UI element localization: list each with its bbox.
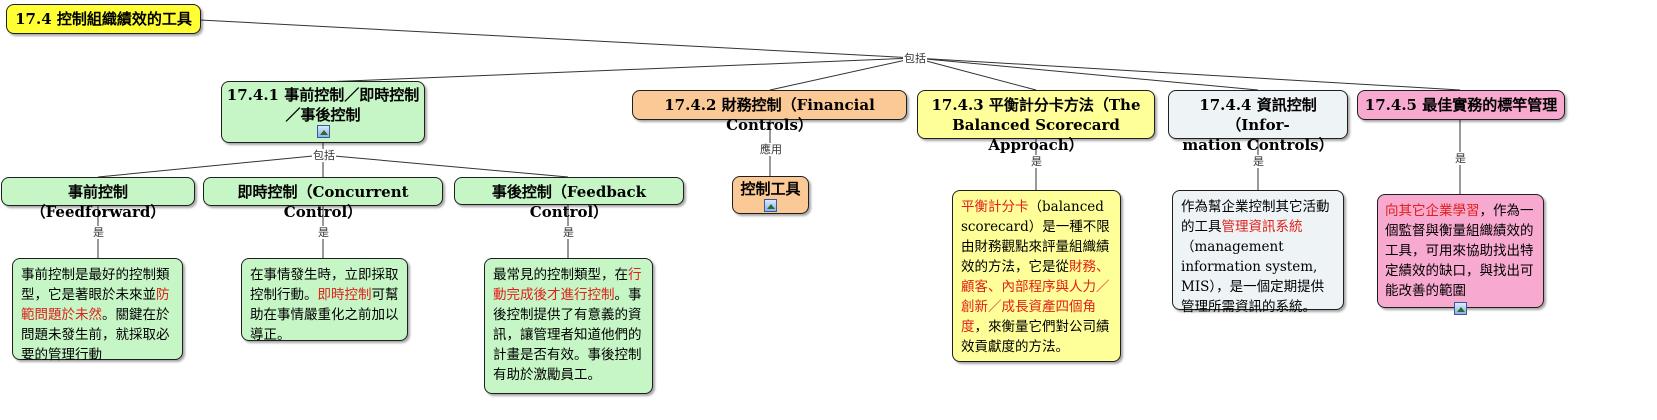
desc-feedforward-2: 防範問題於未然 bbox=[21, 287, 170, 323]
link-label-sec4: 是 bbox=[1252, 155, 1265, 168]
desc-benchmarking: 向其它企業學習，作為一個監督與衡量組織績效的工具，可用來協助找出特定績效的缺口，… bbox=[1377, 194, 1544, 315]
link-label-sec3: 是 bbox=[1030, 155, 1043, 168]
desc-mis-2: 管理資訊系統 bbox=[1221, 219, 1303, 235]
desc-concurrent-2: 即時控制 bbox=[317, 287, 372, 303]
node-concurrent[interactable]: 即時控制（Concurrent Control） bbox=[203, 177, 443, 221]
desc-mis-1: 作為幫企業控制其它活動的工具 bbox=[1181, 199, 1330, 235]
node-17-4-3-title-line2: Balanced Scorecard Approach） bbox=[952, 116, 1120, 154]
node-17-4-4-title-line1: 17.4.4 資訊控制（Infor- bbox=[1199, 96, 1317, 134]
node-17-4-3[interactable]: 17.4.3 平衡計分卡方法（The Balanced Scorecard Ap… bbox=[917, 90, 1155, 154]
link-label-sec5: 是 bbox=[1454, 152, 1467, 165]
root-node[interactable]: 17.4 控制組織績效的工具 bbox=[6, 4, 201, 34]
desc-bench-2: ，作為一個監督與衡量組織績效的工具，可用來協助找出特定績效的缺口，與找出可能改善… bbox=[1385, 203, 1534, 299]
desc-bsc-3: 財務、顧客、內部程序與人力／創新／成長資產四個角度 bbox=[961, 259, 1110, 335]
desc-feedforward: 事前控制是最好的控制類型，它是著眼於未來並防範問題於未然。關鍵在於問題未發生前，… bbox=[12, 258, 183, 363]
desc-bsc-2: （balanced scorecard）是一種不限由財務觀點來評量組織績效的方法… bbox=[961, 199, 1110, 275]
link-label-root: 包括 bbox=[903, 52, 927, 65]
node-17-4-2-title: 17.4.2 財務控制（Financial Controls） bbox=[664, 96, 875, 134]
desc-bench-1: 向其它企業學習 bbox=[1385, 203, 1480, 219]
desc-bsc-1: 平衡計分卡 bbox=[961, 199, 1029, 215]
desc-feedforward-1: 事前控制是最好的控制類型，它是著眼於未來並 bbox=[21, 267, 170, 303]
desc-bsc-4: ，來衡量它們對公司績效貢獻度的方法。 bbox=[961, 319, 1110, 355]
desc-mis-3: （management information system, MIS），是一個… bbox=[1181, 239, 1325, 315]
node-control-tools[interactable]: 控制工具 bbox=[732, 176, 809, 214]
desc-concurrent: 在事情發生時，立即採取控制行動。即時控制可幫助在事情嚴重化之前加以導正。 bbox=[241, 258, 408, 343]
desc-concurrent-1: 在事情發生時，立即採取控制行動。 bbox=[250, 267, 399, 303]
image-icon[interactable] bbox=[316, 124, 330, 138]
node-17-4-5-title: 17.4.5 最佳實務的標竿管理 bbox=[1364, 96, 1558, 114]
node-feedback-title: 事後控制（Feedback Control） bbox=[491, 183, 647, 221]
desc-information-controls: 作為幫企業控制其它活動的工具管理資訊系統 （management informat… bbox=[1172, 190, 1344, 315]
link-label-sec1: 包括 bbox=[312, 149, 336, 162]
node-17-4-2[interactable]: 17.4.2 財務控制（Financial Controls） bbox=[632, 90, 907, 134]
desc-feedback: 最常見的控制類型，在行動完成後才進行控制。事後控制提供了有意義的資訊，讓管理者知… bbox=[484, 258, 653, 394]
desc-balanced-scorecard: 平衡計分卡（balanced scorecard）是一種不限由財務觀點來評量組織… bbox=[952, 190, 1121, 362]
node-17-4-1[interactable]: 17.4.1 事前控制／即時控制 ／事後控制 bbox=[221, 81, 425, 143]
node-17-4-4-title-line2: mation Controls） bbox=[1182, 136, 1334, 154]
image-icon[interactable] bbox=[764, 198, 777, 212]
node-17-4-5[interactable]: 17.4.5 最佳實務的標竿管理 bbox=[1357, 90, 1565, 120]
desc-feedback-3: 。事後控制提供了有意義的資訊，讓管理者知道他們的計畫是否有效。事後控制有助於激勵… bbox=[493, 287, 642, 383]
image-icon[interactable] bbox=[1454, 302, 1467, 315]
node-17-4-3-title-line1: 17.4.3 平衡計分卡方法（The bbox=[931, 96, 1141, 114]
desc-feedforward-3: 。關鍵在於問題未發生前，就採取必要的管理行動 bbox=[21, 307, 170, 363]
desc-feedback-2: 行動完成後才進行控制 bbox=[493, 267, 642, 303]
link-label-feedback: 是 bbox=[562, 226, 575, 239]
link-label-sec2: 應用 bbox=[759, 143, 783, 156]
desc-concurrent-3: 可幫助在事情嚴重化之前加以導正。 bbox=[250, 287, 399, 343]
node-feedforward[interactable]: 事前控制（Feedforward） bbox=[1, 177, 195, 221]
link-label-concurrent: 是 bbox=[317, 226, 330, 239]
node-feedforward-title: 事前控制（Feedforward） bbox=[30, 183, 166, 221]
node-feedback[interactable]: 事後控制（Feedback Control） bbox=[454, 177, 684, 221]
node-control-tools-title: 控制工具 bbox=[740, 180, 801, 198]
node-17-4-4[interactable]: 17.4.4 資訊控制（Infor- mation Controls） bbox=[1168, 90, 1348, 154]
node-17-4-1-title-line2: ／事後控制 bbox=[285, 106, 361, 124]
node-concurrent-title: 即時控制（Concurrent Control） bbox=[237, 183, 409, 221]
desc-feedback-1: 最常見的控制類型，在 bbox=[493, 267, 628, 283]
node-17-4-1-title-line1: 17.4.1 事前控制／即時控制 bbox=[226, 86, 420, 104]
root-title: 17.4 控制組織績效的工具 bbox=[15, 10, 192, 28]
link-label-feedforward: 是 bbox=[92, 226, 105, 239]
